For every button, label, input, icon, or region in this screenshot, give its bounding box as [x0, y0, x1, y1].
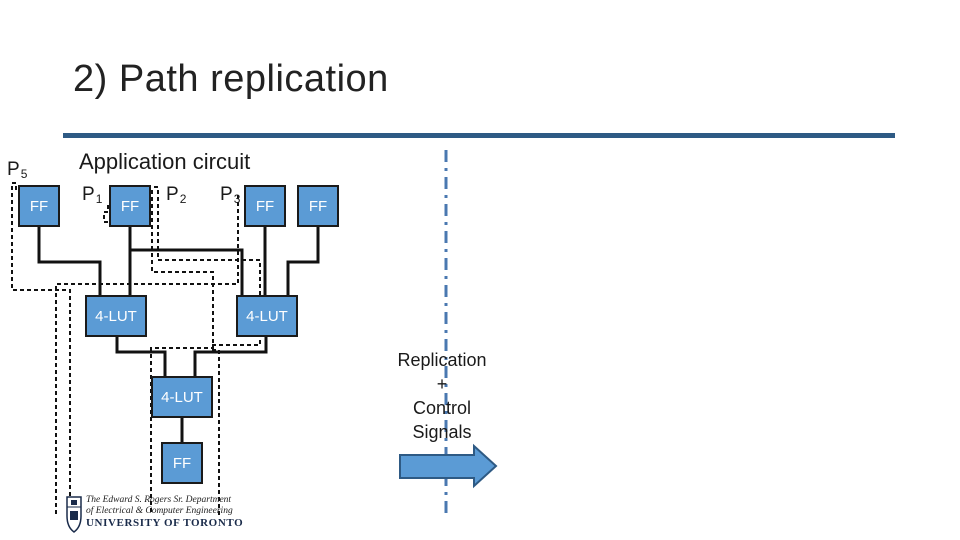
lut-block-bottom: 4-LUT [151, 376, 213, 418]
path-label-p2: P2 [166, 184, 187, 206]
side-text-line: Control [412, 398, 472, 418]
ff-block-right: FF [297, 185, 339, 227]
arrow-shape [399, 443, 498, 489]
path-p1 [150, 190, 214, 515]
replicated-paths [11, 182, 261, 515]
logo-line-1: The Edward S. Rogers Sr. Department [86, 495, 232, 505]
ff-block-bottom: FF [161, 442, 203, 484]
logo-line-2: of Electrical & Computer Engineering [86, 506, 233, 516]
crest-icon [66, 496, 82, 533]
path-p2 [154, 186, 261, 515]
path-label-p5: P5 [7, 159, 28, 181]
path-p3 [55, 195, 239, 515]
replication-text: Replication + Control Signals [382, 348, 502, 444]
ff-block-p1: FF [109, 185, 151, 227]
ff-block-left: FF [18, 185, 60, 227]
wire-lut-right [193, 335, 268, 378]
side-text-line: Replication [397, 350, 487, 370]
path-label-p1: P1 [82, 184, 103, 206]
side-text-line: + [436, 374, 448, 394]
path-p1-outer [103, 205, 109, 225]
circuit-label: Application circuit [79, 149, 251, 174]
wire-ff-p1-cross [130, 248, 244, 296]
wire-ff-right [286, 225, 320, 296]
lut-block-right: 4-LUT [236, 295, 298, 337]
title-rule [63, 133, 895, 138]
wire-lut-left [115, 335, 167, 378]
path-p5 [11, 182, 71, 515]
path-label-p3: P3 [220, 184, 241, 206]
wire-ff-left [37, 225, 102, 296]
slide-title: 2) Path replication [73, 58, 389, 100]
side-text-line: Signals [412, 422, 472, 442]
logo-line-3: UNIVERSITY OF TORONTO [86, 517, 244, 529]
university-logo: The Edward S. Rogers Sr. Department of E… [64, 494, 244, 534]
lut-block-left: 4-LUT [85, 295, 147, 337]
ff-block-p3: FF [244, 185, 286, 227]
